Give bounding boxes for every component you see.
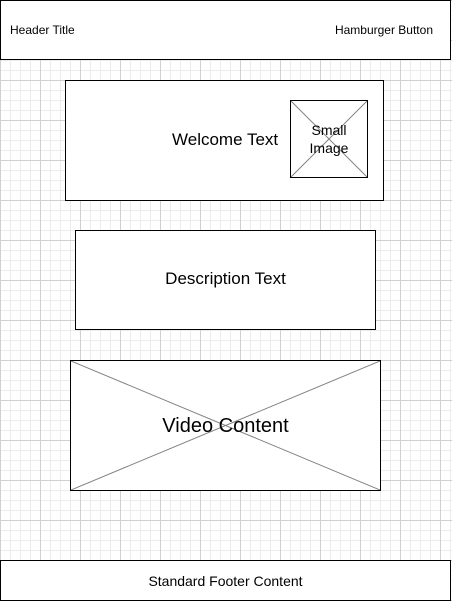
header-title: Header Title bbox=[10, 23, 75, 37]
small-image-cross bbox=[291, 101, 367, 177]
small-image-placeholder: Small Image bbox=[290, 100, 368, 178]
video-cross bbox=[71, 361, 380, 490]
description-text: Description Text bbox=[165, 269, 286, 288]
welcome-text: Welcome Text bbox=[172, 130, 279, 149]
hamburger-button[interactable]: Hamburger Button bbox=[334, 23, 433, 37]
video-placeholder[interactable]: Video Content bbox=[70, 360, 381, 491]
header-bar: Header Title Hamburger Button bbox=[0, 0, 451, 60]
small-image-label: Small Image bbox=[309, 122, 349, 156]
footer-text: Standard Footer Content bbox=[148, 573, 303, 589]
footer-bar: Standard Footer Content bbox=[0, 560, 451, 601]
video-label: Video Content bbox=[162, 415, 289, 437]
description-section: Description Text bbox=[75, 230, 376, 330]
